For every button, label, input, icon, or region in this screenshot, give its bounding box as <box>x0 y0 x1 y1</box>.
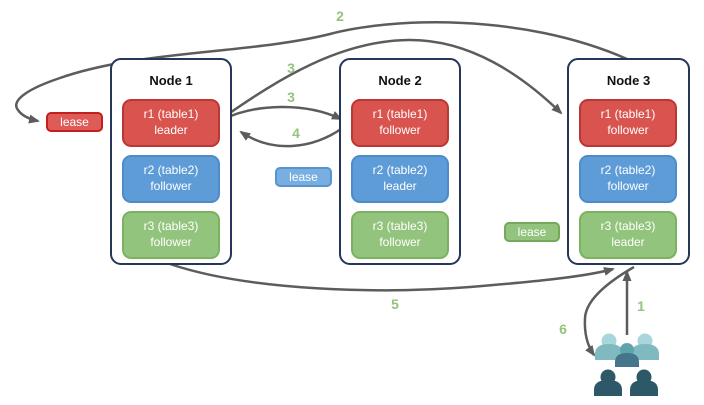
replica-role: leader <box>383 179 417 193</box>
node-2-replica-r1: r1 (table1) follower <box>351 99 449 147</box>
replica-label: r1 (table1) <box>600 107 656 122</box>
replica-label: r1 (table1) <box>143 107 199 122</box>
replica-label: r2 (table2) <box>372 163 428 178</box>
arrow-step-2 <box>15 21 628 124</box>
node-1-replica-r3: r3 (table3) follower <box>122 211 220 259</box>
node-3-replica-r2: r2 (table2) follower <box>579 155 677 203</box>
node-1-replica-r2: r2 (table2) follower <box>122 155 220 203</box>
replica-role: leader <box>611 235 645 249</box>
replica-role: leader <box>154 123 188 137</box>
replica-role: follower <box>150 235 192 249</box>
arrow-step-5 <box>169 262 615 292</box>
step-label-1: 1 <box>637 298 645 314</box>
node-2-replica-r2: r2 (table2) leader <box>351 155 449 203</box>
replica-role: follower <box>379 235 421 249</box>
node-2-title: Node 2 <box>378 73 422 88</box>
lease-tag-r1: lease <box>46 112 103 132</box>
node-2-box: Node 2 r1 (table1) follower r2 (table2) … <box>339 58 461 265</box>
node-2-replica-r3: r3 (table3) follower <box>351 211 449 259</box>
node-3-replica-r3: r3 (table3) leader <box>579 211 677 259</box>
node-3-box: Node 3 r1 (table1) follower r2 (table2) … <box>567 58 690 265</box>
replica-label: r2 (table2) <box>600 163 656 178</box>
replica-label: r3 (table3) <box>372 219 428 234</box>
step-label-6: 6 <box>559 321 567 337</box>
replica-role: follower <box>607 123 649 137</box>
node-1-title: Node 1 <box>149 73 193 88</box>
lease-tag-r3: lease <box>504 222 560 242</box>
lease-tag-r2: lease <box>275 167 332 187</box>
replica-role: follower <box>607 179 649 193</box>
node-1-box: Node 1 r1 (table1) leader r2 (table2) fo… <box>110 58 232 265</box>
replica-role: follower <box>150 179 192 193</box>
step-label-4: 4 <box>292 125 300 141</box>
replica-label: r3 (table3) <box>600 219 656 234</box>
replica-role: follower <box>379 123 421 137</box>
step-label-3a: 3 <box>287 60 295 76</box>
users-group-icon <box>594 333 659 396</box>
step-label-2: 2 <box>336 8 344 24</box>
replica-label: r2 (table2) <box>143 163 199 178</box>
node-3-replica-r1: r1 (table1) follower <box>579 99 677 147</box>
arrow-step-3-to-node2 <box>223 105 343 121</box>
replica-label: r3 (table3) <box>143 219 199 234</box>
replica-label: r1 (table1) <box>372 107 428 122</box>
node-1-replica-r1: r1 (table1) leader <box>122 99 220 147</box>
node-3-title: Node 3 <box>606 73 651 88</box>
step-label-3b: 3 <box>287 89 295 105</box>
step-label-5: 5 <box>391 296 399 312</box>
